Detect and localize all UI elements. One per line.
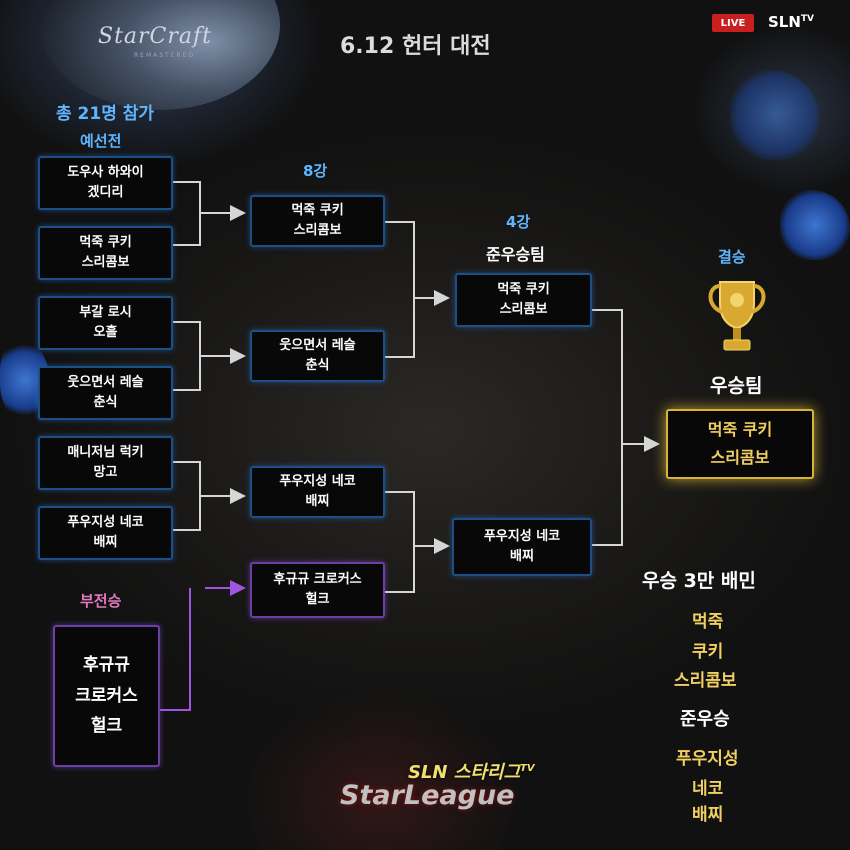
page-title: 6.12 헌터 대전 — [340, 34, 491, 59]
team-name: 배찌 — [93, 535, 118, 550]
team-name: 푸우지성 네코 — [67, 514, 144, 530]
team-name: 푸우지성 네코 — [483, 528, 561, 544]
runner-up-label: 준우승 — [680, 709, 730, 730]
channel-logo: SLNTV — [768, 13, 814, 31]
structure-decoration — [730, 70, 820, 160]
prelim-match: 매니저님 럭키 망고 — [38, 436, 173, 490]
round8-label: 8강 — [303, 162, 328, 180]
team-name: 겠디리 — [87, 185, 124, 200]
quarter-match: 웃으면서 레슬 춘식 — [250, 330, 385, 382]
league-name-sup: TV — [520, 763, 535, 774]
team-name: 후규규 — [83, 655, 130, 676]
team-name: 스리콤보 — [499, 302, 548, 317]
semi-match: 푸우지성 네코 배찌 — [452, 518, 592, 576]
connector-line — [173, 321, 201, 391]
connector-line — [173, 461, 201, 531]
team-name: 먹죽 쿠키 — [497, 281, 550, 297]
channel-sup: TV — [800, 14, 815, 24]
league-name: SLN 스타리그TV — [408, 758, 535, 784]
team-name: 배찌 — [510, 549, 534, 564]
connector-line — [385, 491, 415, 593]
team-name: 먹죽 쿠키 — [79, 234, 132, 250]
connector-line — [385, 221, 415, 358]
team-name: 헐크 — [90, 716, 123, 737]
semi-match: 먹죽 쿠키 스리콤보 — [455, 273, 592, 327]
team-name: 푸우지성 네코 — [279, 473, 356, 489]
team-name: 스리콤보 — [710, 448, 770, 467]
winner-name: 먹죽 — [692, 612, 724, 632]
prelim-match: 웃으면서 레슬 춘식 — [38, 366, 173, 420]
round4-label: 4강 — [506, 213, 531, 231]
prelim-match: 부갈 로시 오흘 — [38, 296, 173, 350]
team-name: 먹죽 쿠키 — [291, 202, 344, 218]
team-name: 춘식 — [93, 395, 118, 410]
runner-up-team-label: 준우승팀 — [486, 245, 545, 264]
team-name: 도우사 하와이 — [67, 164, 144, 180]
team-name: 매니저님 럭키 — [67, 444, 144, 460]
champion-box: 먹죽 쿠키 스리콤보 — [666, 409, 814, 479]
bye-team-box: 후규규 크로커스 헐크 — [53, 625, 160, 767]
runner-up-name: 네코 — [692, 779, 724, 799]
team-name: 후규규 크로커스 — [273, 571, 362, 587]
prelim-match: 푸우지성 네코 배찌 — [38, 506, 173, 560]
participants-label: 총 21명 참가 — [56, 104, 155, 124]
prelim-label: 예선전 — [80, 132, 122, 150]
prelim-match: 먹죽 쿠키 스리콤보 — [38, 226, 173, 280]
team-name: 스리콤보 — [293, 223, 342, 238]
quarter-match: 푸우지성 네코 배찌 — [250, 466, 385, 518]
team-name: 스리콤보 — [81, 255, 130, 270]
channel-name: SLN — [768, 13, 801, 31]
winner-name: 스리콤보 — [674, 671, 737, 691]
team-name: 크로커스 — [75, 685, 138, 706]
connector-line — [592, 309, 623, 546]
team-name: 헐크 — [305, 592, 330, 607]
live-badge: LIVE — [712, 14, 754, 32]
league-name-text: SLN 스타리그 — [408, 762, 521, 783]
starleague-logo: StarLeague — [340, 780, 515, 811]
starcraft-logo: StarCraft — [98, 24, 212, 49]
bye-connector-line — [160, 588, 191, 711]
team-name: 웃으면서 레슬 — [67, 374, 144, 390]
winner-prize: 우승 3만 배민 — [642, 570, 756, 592]
runner-up-name: 푸우지성 — [676, 749, 739, 769]
quarter-match: 먹죽 쿠키 스리콤보 — [250, 195, 385, 247]
winning-team-label: 우승팀 — [710, 375, 763, 397]
final-label: 결승 — [718, 248, 746, 266]
trophy-icon — [708, 281, 766, 351]
team-name: 부갈 로시 — [79, 304, 132, 320]
team-name: 춘식 — [305, 358, 330, 373]
runner-up-name: 배찌 — [692, 805, 724, 825]
team-name: 오흘 — [93, 325, 118, 340]
team-name: 먹죽 쿠키 — [707, 420, 773, 439]
starcraft-logo-sub: REMASTERED — [134, 52, 196, 59]
prelim-match: 도우사 하와이 겠디리 — [38, 156, 173, 210]
team-name: 배찌 — [305, 494, 330, 509]
team-name: 망고 — [93, 465, 118, 480]
quarter-match: 후규규 크로커스 헐크 — [250, 562, 385, 618]
bye-label: 부전승 — [80, 592, 122, 610]
winner-name: 쿠키 — [692, 642, 724, 662]
team-name: 웃으면서 레슬 — [279, 337, 356, 353]
connector-line — [173, 181, 201, 246]
crystal-decoration — [780, 190, 850, 260]
